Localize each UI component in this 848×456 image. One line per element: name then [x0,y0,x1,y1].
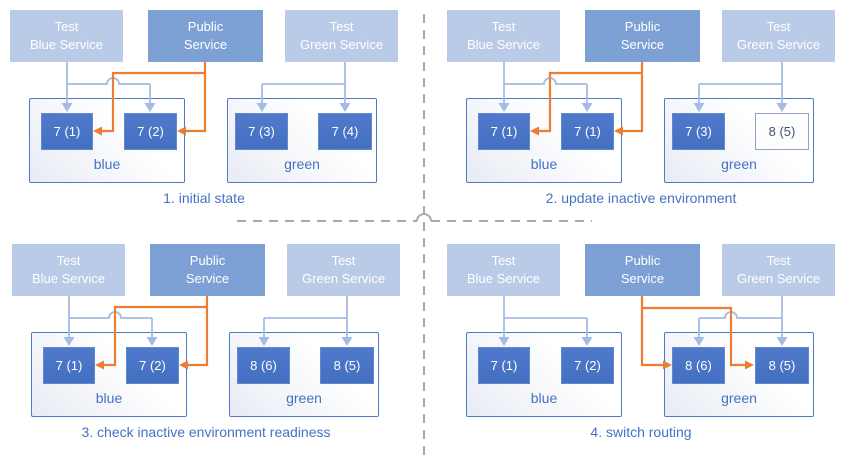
service-label-line: Blue Service [467,271,540,286]
panel-check-inactive-environment-readiness: Test Blue Service Public Service Test Gr… [0,228,424,456]
pod-box: 7 (3) [235,113,288,150]
test-green-service-box: Test Green Service [722,10,835,62]
service-label-line: Public [624,19,661,35]
service-label-line: Public [187,19,224,35]
service-label-line: Green Service [736,37,821,52]
panel-update-inactive-environment: Test Blue Service Public Service Test Gr… [424,0,848,228]
service-label-line: Test [54,19,79,35]
environment-label-blue: blue [95,390,123,406]
pod-box: 8 (5) [755,347,809,384]
panel-caption: 2. update inactive environment [545,190,737,206]
service-label-line: Test [766,253,791,269]
pod-box: 7 (1) [561,113,614,150]
public-service-box: Public Service [585,10,700,62]
connector-arrows [498,62,788,136]
test-blue-service-box: Test Blue Service [447,10,560,62]
pod-box: 7 (2) [126,347,179,384]
public-service-box: Public Service [148,10,263,62]
pod-box: 7 (3) [672,113,725,150]
service-label-line: Service [620,271,665,286]
pod-box: 7 (4) [318,113,372,150]
panel-caption: 1. initial state [163,190,245,206]
pod-box: 8 (6) [237,347,290,384]
service-label-line: Public [624,253,661,269]
service-label-line: Blue Service [30,37,103,52]
service-label-line: Green Service [299,37,384,52]
service-label-line: Public [189,253,226,269]
test-green-service-box: Test Green Service [722,244,835,296]
service-label-line: Service [620,37,665,52]
service-label-line: Test [329,19,354,35]
public-service-box: Public Service [150,244,265,296]
service-label-line: Service [185,271,230,286]
pod-box: 7 (1) [478,113,530,150]
test-blue-service-box: Test Blue Service [447,244,560,296]
environment-label-blue: blue [530,390,558,406]
service-label-line: Test [491,19,516,35]
connector-arrows [61,62,351,136]
environment-label-green: green [721,390,757,406]
panel-initial-state: Test Blue Service Public Service Test Gr… [0,0,424,228]
environment-label-green: green [721,156,757,172]
service-label-line: Blue Service [467,37,540,52]
connector-arrows [498,296,788,370]
service-label-line: Blue Service [32,271,105,286]
service-label-line: Test [56,253,81,269]
connector-arrows [63,296,353,370]
public-service-box: Public Service [585,244,700,296]
service-label-line: Test [491,253,516,269]
pod-box: 7 (1) [43,347,95,384]
panel-caption: 4. switch routing [590,424,692,440]
test-green-service-box: Test Green Service [285,10,398,62]
environment-label-green: green [284,156,320,172]
pod-box: 7 (1) [41,113,93,150]
environment-label-blue: blue [93,156,121,172]
pod-box: 8 (5) [755,113,809,150]
service-label-line: Test [331,253,356,269]
pod-box: 8 (5) [320,347,374,384]
pod-box: 8 (6) [672,347,725,384]
environment-label-green: green [286,390,322,406]
pod-box: 7 (2) [561,347,614,384]
environment-label-blue: blue [530,156,558,172]
pod-box: 7 (2) [124,113,177,150]
service-label-line: Service [183,37,228,52]
test-blue-service-box: Test Blue Service [10,10,123,62]
test-blue-service-box: Test Blue Service [12,244,125,296]
test-green-service-box: Test Green Service [287,244,400,296]
panel-switch-routing: Test Blue Service Public Service Test Gr… [424,228,848,456]
service-label-line: Green Service [301,271,386,286]
panel-caption: 3. check inactive environment readiness [81,424,331,440]
pod-box: 7 (1) [478,347,530,384]
service-label-line: Test [766,19,791,35]
service-label-line: Green Service [736,271,821,286]
